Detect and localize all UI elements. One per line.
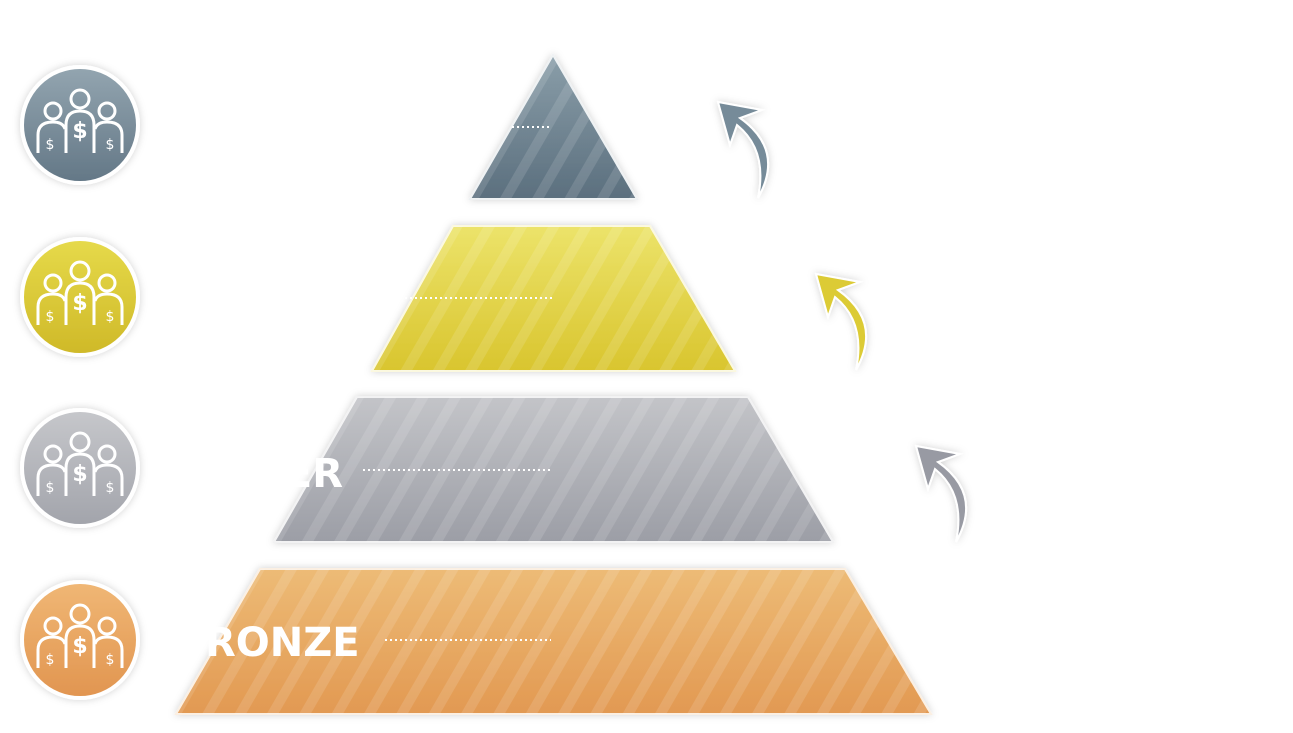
pyramid-tier-bronze (174, 568, 933, 715)
tier-badge-top (20, 65, 140, 185)
pyramid-tier-top (468, 53, 639, 200)
tier-badge-yellow (20, 237, 140, 357)
curved-arrow-up-icon (716, 100, 770, 199)
curved-arrow-up-icon (914, 444, 968, 543)
tier-label-silver: ER (285, 451, 343, 497)
curved-arrow-up-icon (814, 272, 868, 371)
tier-badge-silver (20, 408, 140, 528)
pyramid-tier-yellow (370, 225, 737, 372)
pyramid-tier-silver (272, 396, 835, 543)
tier-badge-bronze (20, 580, 140, 700)
tier-label-bronze: RONZE (205, 620, 360, 666)
